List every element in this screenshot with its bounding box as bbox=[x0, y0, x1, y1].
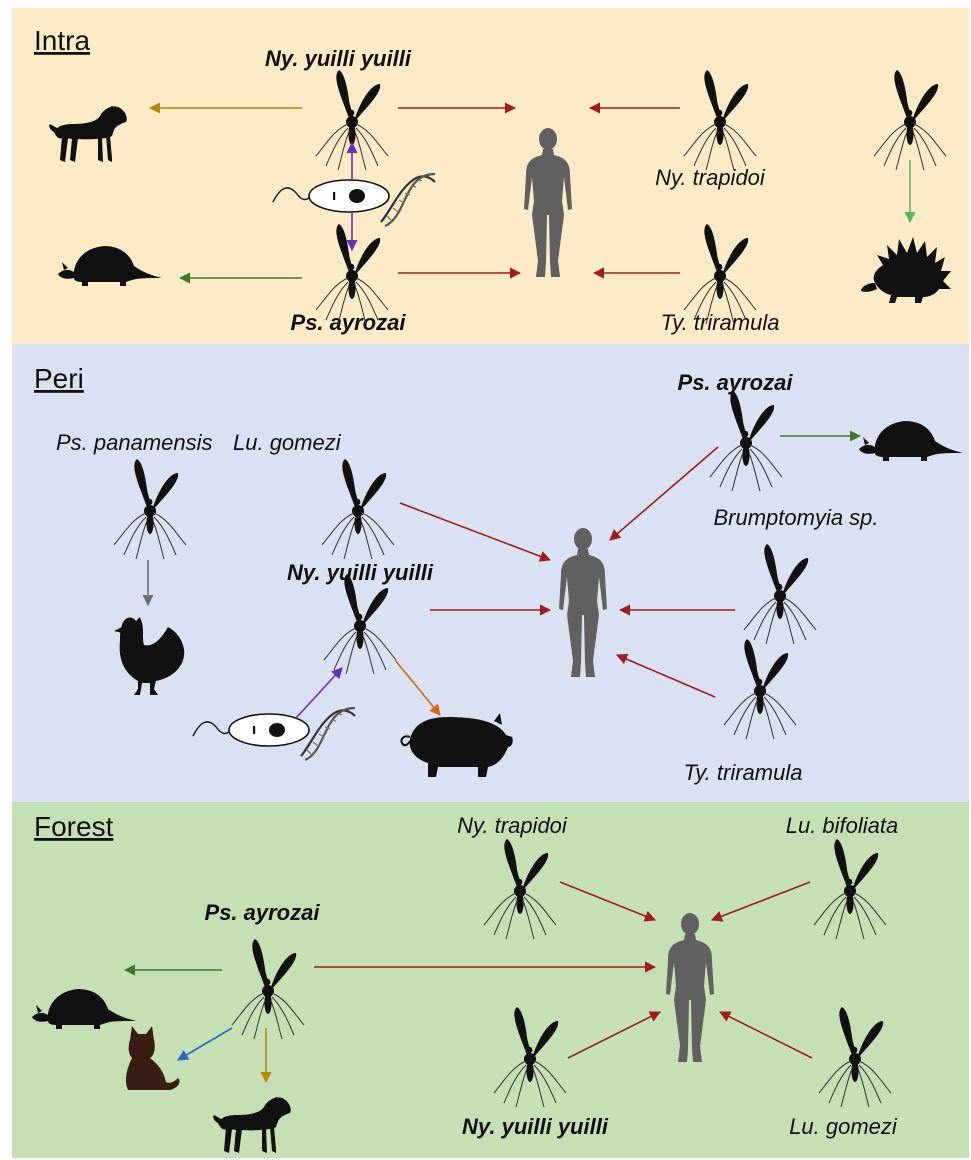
intra-label-ps-ayrozai: Ps. ayrozai bbox=[291, 310, 407, 335]
forest-panel: Forest Ny. trapidoi Lu. bifoliata Ps. ay… bbox=[12, 802, 969, 1158]
peri-label-ps-ayrozai: Ps. ayrozai bbox=[678, 370, 794, 395]
intra-panel-background bbox=[12, 8, 969, 344]
peri-label-lu-gomezi: Lu. gomezi bbox=[233, 430, 342, 455]
intra-panel-title: Intra bbox=[34, 25, 90, 56]
peri-label-ty-triramula: Ty. triramula bbox=[684, 760, 803, 785]
intra-label-ty-triramula: Ty. triramula bbox=[661, 310, 780, 335]
peri-label-brumptomyia: Brumptomyia sp. bbox=[713, 505, 878, 530]
peri-panel: Peri Ps. panamensis Lu. gomezi Ny. yuill… bbox=[12, 344, 969, 802]
forest-label-ny-yuilli: Ny. yuilli yuilli bbox=[462, 1114, 609, 1139]
forest-label-ps-ayrozai: Ps. ayrozai bbox=[205, 900, 321, 925]
intra-panel: Intra Ny. yuilli yuilli Ps. ayrozai Ny. … bbox=[12, 8, 969, 344]
peri-panel-title: Peri bbox=[34, 363, 84, 394]
forest-label-lu-bifoliata: Lu. bifoliata bbox=[786, 813, 899, 838]
forest-label-ny-trapidoi: Ny. trapidoi bbox=[457, 813, 568, 838]
peri-label-ny-yuilli: Ny. yuilli yuilli bbox=[287, 560, 434, 585]
forest-panel-title: Forest bbox=[34, 811, 114, 842]
forest-label-lu-gomezi: Lu. gomezi bbox=[789, 1114, 898, 1139]
intra-label-ny-trapidoi: Ny. trapidoi bbox=[655, 165, 766, 190]
peri-label-ps-panamensis: Ps. panamensis bbox=[56, 430, 213, 455]
intra-label-ny-yuilli: Ny. yuilli yuilli bbox=[265, 46, 412, 71]
forest-panel-background bbox=[12, 802, 969, 1158]
